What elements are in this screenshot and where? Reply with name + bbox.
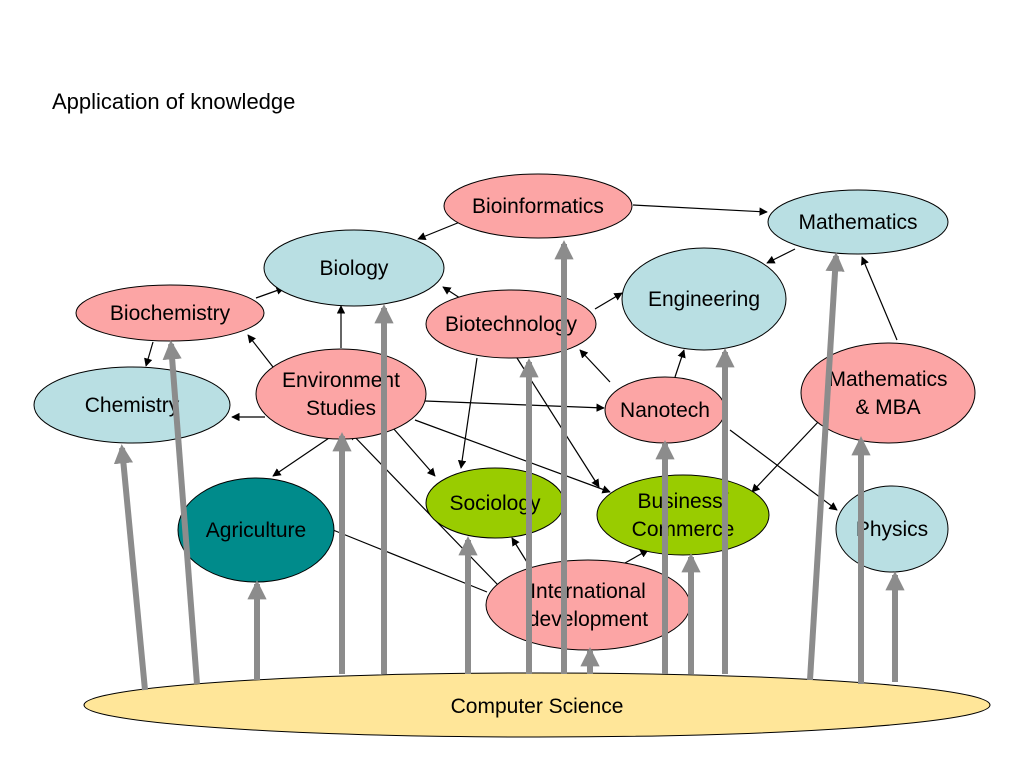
node-physics: Physics (835, 485, 949, 573)
international-development-label-2: development (528, 608, 648, 631)
bioinformatics-ellipse (443, 173, 633, 239)
connector-23 (349, 431, 499, 586)
connector-9 (247, 334, 274, 368)
mathematics-mba-label-2: & MBA (855, 396, 920, 419)
node-sociology: Sociology (425, 467, 565, 539)
connector-12 (272, 435, 333, 477)
environment-studies-ellipse (255, 348, 427, 440)
connector-13 (392, 427, 436, 477)
international-development-label-1: International (530, 580, 646, 603)
chemistry-label: Chemistry (85, 394, 180, 417)
node-business-commerce: Business/Commerce (596, 474, 770, 556)
environment-studies-label-2: Studies (306, 397, 376, 420)
node-agriculture: Agriculture (177, 477, 335, 583)
mathematics-mba-label-1: Mathematics (828, 368, 947, 391)
connector-14 (414, 419, 611, 494)
business-commerce-ellipse (596, 474, 770, 556)
connector-11 (424, 400, 605, 412)
biochemistry-label: Biochemistry (110, 302, 231, 325)
business-commerce-label-2: Commerce (632, 518, 735, 541)
sociology-label: Sociology (449, 492, 541, 515)
engineering-ellipse (621, 247, 787, 351)
connector-17 (579, 349, 611, 383)
node-engineering: Engineering (621, 247, 787, 351)
physics-label: Physics (856, 518, 928, 541)
nanotech-label: Nanotech (620, 399, 710, 422)
business-commerce-label-1: Business/ (637, 490, 728, 513)
connector-7 (594, 292, 623, 310)
node-chemistry: Chemistry (33, 366, 231, 444)
agriculture-label: Agriculture (206, 519, 306, 542)
engineering-label: Engineering (648, 288, 760, 311)
cs-arrow-1 (113, 444, 148, 691)
biotechnology-ellipse (425, 289, 597, 359)
connector-15 (457, 357, 478, 469)
biotechnology-label: Biotechnology (445, 313, 577, 336)
bioinformatics-label: Bioinformatics (472, 195, 604, 218)
node-mathematics: Mathematics (767, 189, 949, 255)
node-bioinformatics: Bioinformatics (443, 173, 633, 239)
biology-ellipse (263, 229, 445, 307)
cs-arrow-2 (162, 340, 200, 685)
connector-20 (861, 256, 898, 341)
node-nanotech: Nanotech (604, 376, 726, 444)
node-international-development: International development (485, 559, 691, 651)
biology-label: Biology (320, 257, 389, 280)
mathematics-ellipse (767, 189, 949, 255)
international-development-ellipse (485, 559, 691, 651)
cs-arrow-13 (807, 252, 845, 681)
computer-science-ellipse (83, 672, 991, 738)
connector-5 (144, 341, 154, 367)
chemistry-ellipse (33, 366, 231, 444)
node-biochemistry: Biochemistry (75, 284, 265, 342)
node-biotechnology: Biotechnology (425, 289, 597, 359)
mathematics-label: Mathematics (798, 211, 917, 234)
mathematics-mba-ellipse (800, 342, 976, 444)
connector-2 (632, 204, 768, 216)
environment-studies-label-1: Environment (282, 369, 400, 392)
connector-24 (332, 529, 488, 593)
computer-science-label: Computer Science (451, 695, 624, 718)
node-computer-science: Computer Science (83, 672, 991, 738)
slide-title: Application of knowledge (52, 89, 296, 114)
connector-3 (766, 248, 796, 264)
node-biology: Biology (263, 229, 445, 307)
connector-18 (674, 349, 686, 378)
connector-21 (751, 419, 821, 493)
node-mathematics-mba: Mathematics & MBA (800, 342, 976, 444)
connector-1 (417, 221, 461, 241)
connector-25 (624, 549, 649, 564)
